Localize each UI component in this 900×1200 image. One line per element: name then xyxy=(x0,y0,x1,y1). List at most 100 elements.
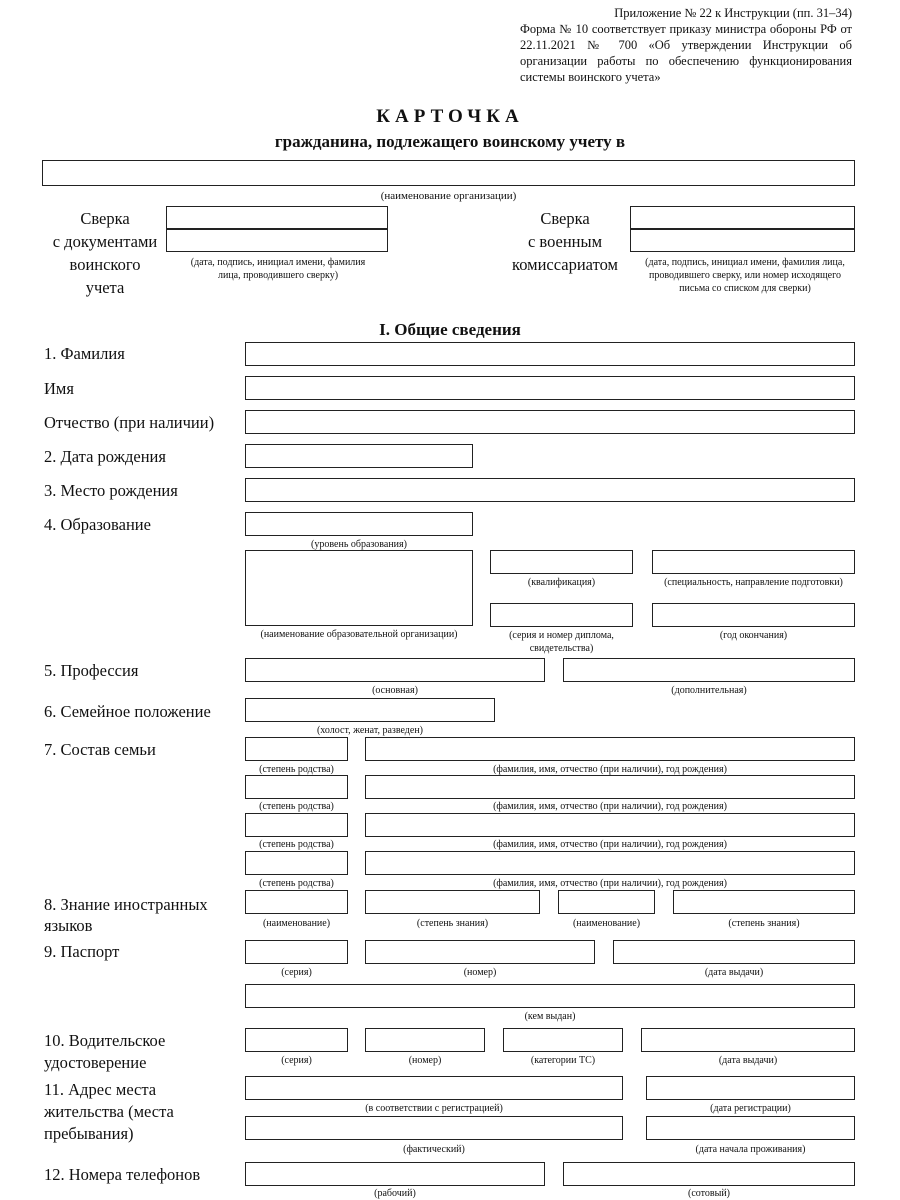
phone-mobile-caption: (сотовый) xyxy=(688,1188,730,1199)
check-comm-field-1[interactable] xyxy=(630,206,855,229)
family-kinship-field-4[interactable] xyxy=(245,851,348,875)
specialty-field[interactable] xyxy=(652,550,855,574)
family-kinship-caption-1: (степень родства) xyxy=(259,764,334,775)
graduation-year-caption: (год окончания) xyxy=(719,630,788,641)
profession-extra-caption: (дополнительная) xyxy=(671,685,747,696)
family-kinship-field-3[interactable] xyxy=(245,813,348,837)
address-actual-field[interactable] xyxy=(245,1116,623,1140)
surname-field[interactable] xyxy=(245,342,855,366)
patronymic-field[interactable] xyxy=(245,410,855,434)
passport-issue-date-caption: (дата выдачи) xyxy=(704,967,764,978)
language-level-field-2[interactable] xyxy=(673,890,855,914)
surname-label: 1. Фамилия xyxy=(44,344,125,363)
check-docs-field-2[interactable] xyxy=(166,229,388,252)
license-number-field[interactable] xyxy=(365,1028,485,1052)
family-kinship-caption-2: (степень родства) xyxy=(259,801,334,812)
patronymic-label: Отчество (при наличии) xyxy=(44,413,215,432)
passport-label: 9. Паспорт xyxy=(44,942,120,961)
education-level-field[interactable] xyxy=(245,512,473,536)
language-level-field-1[interactable] xyxy=(365,890,540,914)
organization-name-field[interactable] xyxy=(42,160,855,186)
license-series-field[interactable] xyxy=(245,1028,348,1052)
license-category-caption: (категории ТС) xyxy=(530,1055,596,1066)
section-title: I. Общие сведения xyxy=(379,320,521,339)
license-issue-date-field[interactable] xyxy=(641,1028,855,1052)
education-org-caption: (наименование образовательной организаци… xyxy=(260,629,458,640)
license-issue-date-caption: (дата выдачи) xyxy=(718,1055,778,1066)
license-label-1: 10. Водительское xyxy=(44,1031,166,1050)
check-docs-field-1[interactable] xyxy=(166,206,388,229)
license-series-caption: (серия) xyxy=(281,1055,312,1066)
qualification-field[interactable] xyxy=(490,550,633,574)
address-registered-caption: (в соответствии с регистрацией) xyxy=(365,1103,503,1114)
languages-label-2: языков xyxy=(44,916,93,935)
profession-label: 5. Профессия xyxy=(44,661,139,680)
address-label-2: жительства (места xyxy=(44,1102,174,1121)
profession-main-field[interactable] xyxy=(245,658,545,682)
birth-date-label: 2. Дата рождения xyxy=(44,447,166,466)
family-person-field-1[interactable] xyxy=(365,737,855,761)
check-comm-caption: (дата, подпись, инициал имени, фамилия л… xyxy=(645,257,845,294)
family-person-field-4[interactable] xyxy=(365,851,855,875)
passport-issue-date-field[interactable] xyxy=(613,940,855,964)
birth-place-field[interactable] xyxy=(245,478,855,502)
check-docs-caption: (дата, подпись, инициал имени, фамилия л… xyxy=(190,257,366,281)
marital-caption: (холост, женат, разведен) xyxy=(316,725,424,736)
address-registered-field[interactable] xyxy=(245,1076,623,1100)
family-person-caption-4: (фамилия, имя, отчество (при наличии), г… xyxy=(493,878,727,889)
family-person-field-3[interactable] xyxy=(365,813,855,837)
birth-date-field[interactable] xyxy=(245,444,473,468)
phone-mobile-field[interactable] xyxy=(563,1162,855,1186)
qualification-caption: (квалификация) xyxy=(527,577,596,588)
passport-issued-by-caption: (кем выдан) xyxy=(524,1011,576,1022)
check-docs-label-2: с документами xyxy=(52,232,158,251)
license-category-field[interactable] xyxy=(503,1028,623,1052)
family-person-caption-1: (фамилия, имя, отчество (при наличии), г… xyxy=(493,764,727,775)
check-comm-label-3: комиссариатом xyxy=(512,255,618,274)
profession-extra-field[interactable] xyxy=(563,658,855,682)
education-org-field[interactable] xyxy=(245,550,473,626)
passport-number-field[interactable] xyxy=(365,940,595,964)
birth-place-label: 3. Место рождения xyxy=(44,481,178,500)
check-comm-field-2[interactable] xyxy=(630,229,855,252)
appendix-note: Приложение № 22 к Инструкции (пп. 31–34) xyxy=(614,6,852,20)
language-name-field-1[interactable] xyxy=(245,890,348,914)
family-kinship-field-1[interactable] xyxy=(245,737,348,761)
languages-label-1: 8. Знание иностранных xyxy=(44,895,208,914)
specialty-caption: (специальность, направление подготовки) xyxy=(664,577,843,588)
form-legal-note: Форма № 10 соответствует приказу министр… xyxy=(520,22,852,84)
registration-date-field[interactable] xyxy=(646,1076,855,1100)
living-start-date-field[interactable] xyxy=(646,1116,855,1140)
check-docs-label-1: Сверка xyxy=(80,209,130,228)
phone-work-field[interactable] xyxy=(245,1162,545,1186)
check-comm-label-2: с военным xyxy=(527,232,603,251)
address-label-3: пребывания) xyxy=(44,1124,134,1143)
name-label: Имя xyxy=(44,379,74,398)
check-docs-label-3: воинского xyxy=(69,255,141,274)
profession-main-caption: (основная) xyxy=(372,685,418,696)
phones-label: 12. Номера телефонов xyxy=(44,1165,201,1184)
family-person-caption-2: (фамилия, имя, отчество (при наличии), г… xyxy=(493,801,727,812)
family-kinship-caption-3: (степень родства) xyxy=(259,839,334,850)
language-name-caption-2: (наименование) xyxy=(572,918,641,929)
language-level-caption-2: (степень знания) xyxy=(728,918,800,929)
language-level-caption-1: (степень знания) xyxy=(416,918,489,929)
graduation-year-field[interactable] xyxy=(652,603,855,627)
license-label-2: удостоверение xyxy=(44,1053,147,1072)
language-name-field-2[interactable] xyxy=(558,890,655,914)
registration-date-caption: (дата регистрации) xyxy=(710,1103,791,1114)
education-level-caption: (уровень образования) xyxy=(311,539,407,550)
name-field[interactable] xyxy=(245,376,855,400)
marital-field[interactable] xyxy=(245,698,495,722)
passport-series-field[interactable] xyxy=(245,940,348,964)
living-start-date-caption: (дата начала проживания) xyxy=(695,1144,806,1155)
family-person-field-2[interactable] xyxy=(365,775,855,799)
diploma-field[interactable] xyxy=(490,603,633,627)
family-kinship-field-2[interactable] xyxy=(245,775,348,799)
passport-series-caption: (серия) xyxy=(281,967,312,978)
check-docs-label-4: учета xyxy=(85,278,125,297)
passport-issued-by-field[interactable] xyxy=(245,984,855,1008)
phone-work-caption: (рабочий) xyxy=(374,1188,416,1199)
marital-label: 6. Семейное положение xyxy=(44,702,211,721)
family-label: 7. Состав семьи xyxy=(44,740,156,759)
